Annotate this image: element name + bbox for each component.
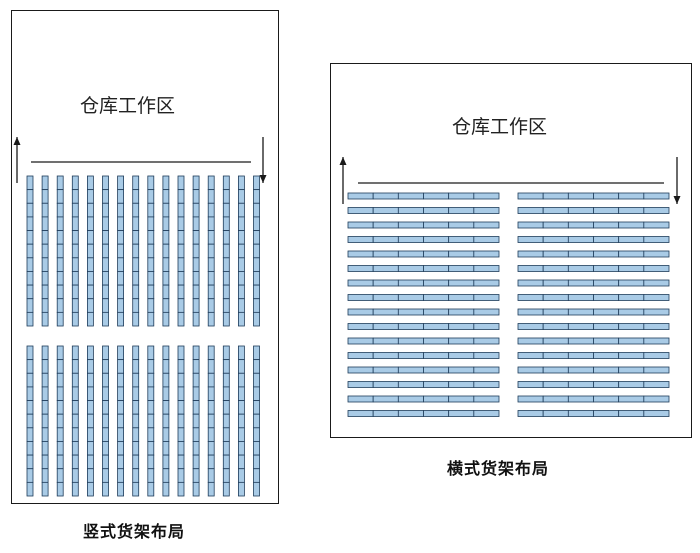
horizontal-rack: [517, 236, 670, 243]
vertical-rack: [117, 175, 124, 327]
horizontal-rack: [517, 366, 670, 374]
vertical-rack: [207, 175, 215, 327]
vertical-rack: [26, 175, 34, 327]
horizontal-layout-caption: 横式货架布局: [447, 459, 550, 478]
vertical-rack: [41, 175, 49, 327]
horizontal-rack: [517, 207, 670, 214]
horizontal-rack: [517, 352, 670, 359]
vertical-rack: [56, 345, 64, 497]
vertical-rack: [237, 175, 245, 327]
horizontal-rack: [517, 265, 670, 272]
horizontal-rack: [347, 294, 500, 301]
horizontal-rack: [347, 192, 500, 200]
horizontal-rack: [347, 352, 500, 359]
vertical-rack: [132, 175, 140, 327]
horizontal-rack: [517, 279, 670, 287]
vertical-layout-panel: 仓库工作区: [11, 10, 279, 504]
horizontal-rack: [347, 381, 500, 388]
horizontal-rack: [347, 323, 500, 330]
horizontal-rack: [347, 410, 500, 417]
vertical-rack: [147, 345, 155, 497]
horizontal-rack: [347, 250, 500, 258]
vertical-rack: [222, 175, 230, 327]
horizontal-rack: [347, 236, 500, 243]
horizontal-rack: [517, 337, 670, 345]
vertical-rack: [102, 175, 109, 327]
up-arrow: [339, 157, 347, 204]
horizontal-rack: [517, 395, 670, 403]
horizontal-rack: [517, 410, 670, 417]
horizontal-layout-panel: 仓库工作区: [330, 63, 692, 438]
vertical-rack: [162, 175, 170, 327]
down-arrow: [673, 157, 681, 204]
vertical-rack: [132, 345, 140, 497]
vertical-rack: [192, 175, 200, 327]
vertical-rack: [87, 175, 94, 327]
vertical-rack: [222, 345, 230, 497]
vertical-rack: [87, 345, 94, 497]
horizontal-rack: [347, 395, 500, 403]
vertical-rack: [26, 345, 34, 497]
vertical-rack: [41, 345, 49, 497]
down-arrow: [259, 137, 267, 183]
vertical-rack: [56, 175, 64, 327]
horizontal-rack: [347, 366, 500, 374]
vertical-rack: [192, 345, 200, 497]
horizontal-rack: [517, 250, 670, 258]
vertical-rack: [253, 345, 260, 497]
vertical-rack: [102, 345, 109, 497]
horizontal-rack: [517, 308, 670, 316]
work-area-label: 仓库工作区: [452, 116, 548, 138]
horizontal-rack: [517, 221, 670, 229]
vertical-rack: [253, 175, 260, 327]
horizontal-rack: [347, 308, 500, 316]
horizontal-rack: [517, 323, 670, 330]
vertical-rack: [147, 175, 155, 327]
vertical-rack: [71, 175, 79, 327]
work-area-label: 仓库工作区: [80, 95, 176, 117]
horizontal-rack: [517, 294, 670, 301]
vertical-rack: [162, 345, 170, 497]
horizontal-rack: [347, 221, 500, 229]
horizontal-rack: [347, 265, 500, 272]
vertical-rack: [177, 345, 185, 497]
vertical-rack: [207, 345, 215, 497]
horizontal-rack: [347, 279, 500, 287]
horizontal-rack: [517, 192, 670, 200]
vertical-rack: [237, 345, 245, 497]
vertical-rack: [71, 345, 79, 497]
vertical-rack: [177, 175, 185, 327]
up-arrow: [13, 137, 21, 183]
horizontal-rack: [347, 337, 500, 345]
horizontal-rack: [347, 207, 500, 214]
horizontal-rack: [517, 381, 670, 388]
vertical-layout-caption: 竖式货架布局: [83, 522, 186, 541]
vertical-rack: [117, 345, 124, 497]
